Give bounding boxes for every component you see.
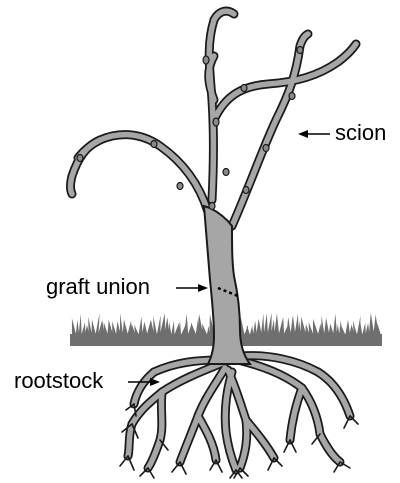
scion-arrow (298, 130, 330, 138)
graft-union-label: graft union (46, 276, 150, 298)
graft-union-arrow (176, 284, 208, 292)
rootstock-label: rootstock (14, 370, 103, 392)
scion-branches (71, 11, 357, 226)
root-system (120, 356, 358, 478)
scion-label: scion (335, 122, 386, 144)
